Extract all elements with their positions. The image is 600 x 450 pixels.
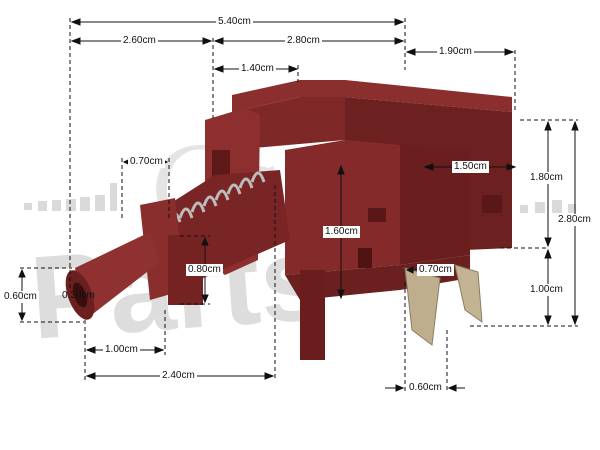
dim-side-depth: 1.90cm [437, 46, 474, 58]
window [358, 248, 372, 268]
dim-plunger-length: 1.00cm [103, 344, 140, 356]
dim-total-height: 2.80cm [556, 214, 593, 226]
left-frame-slot [212, 150, 230, 180]
dim-lower-height: 1.00cm [528, 284, 565, 296]
watermark-icons [24, 183, 576, 213]
window-2 [368, 208, 386, 222]
terminal-right [454, 264, 483, 324]
dim-body-section: 2.80cm [285, 35, 322, 47]
base-plate [300, 270, 325, 360]
dim-body-height: 1.60cm [323, 226, 360, 238]
side-notch [482, 195, 502, 213]
dim-collar-width: 0.70cm [128, 156, 165, 168]
dimension-lines [18, 18, 579, 392]
dim-total-length: 5.40cm [216, 16, 253, 28]
front-face [285, 140, 400, 275]
side-face [400, 145, 470, 265]
dim-side-width: 1.50cm [452, 161, 489, 173]
plunger [65, 232, 160, 320]
spring [166, 171, 266, 223]
rear-block-top [232, 80, 512, 112]
dim-top-step: 1.40cm [239, 63, 276, 75]
dim-plunger-outer: 0.60cm [2, 291, 39, 303]
dim-plunger-inner: 0.30cm [62, 290, 95, 301]
upper-block [232, 97, 345, 150]
dim-upper-height: 1.80cm [528, 172, 565, 184]
dim-terminal-gap: 0.70cm [417, 264, 454, 276]
dim-terminal-width: 0.60cm [407, 382, 444, 394]
dim-front-to-body: 2.40cm [160, 370, 197, 382]
terminal-left [404, 267, 441, 346]
dim-plunger-section: 2.60cm [121, 35, 158, 47]
dim-collar-height: 0.80cm [186, 264, 223, 276]
